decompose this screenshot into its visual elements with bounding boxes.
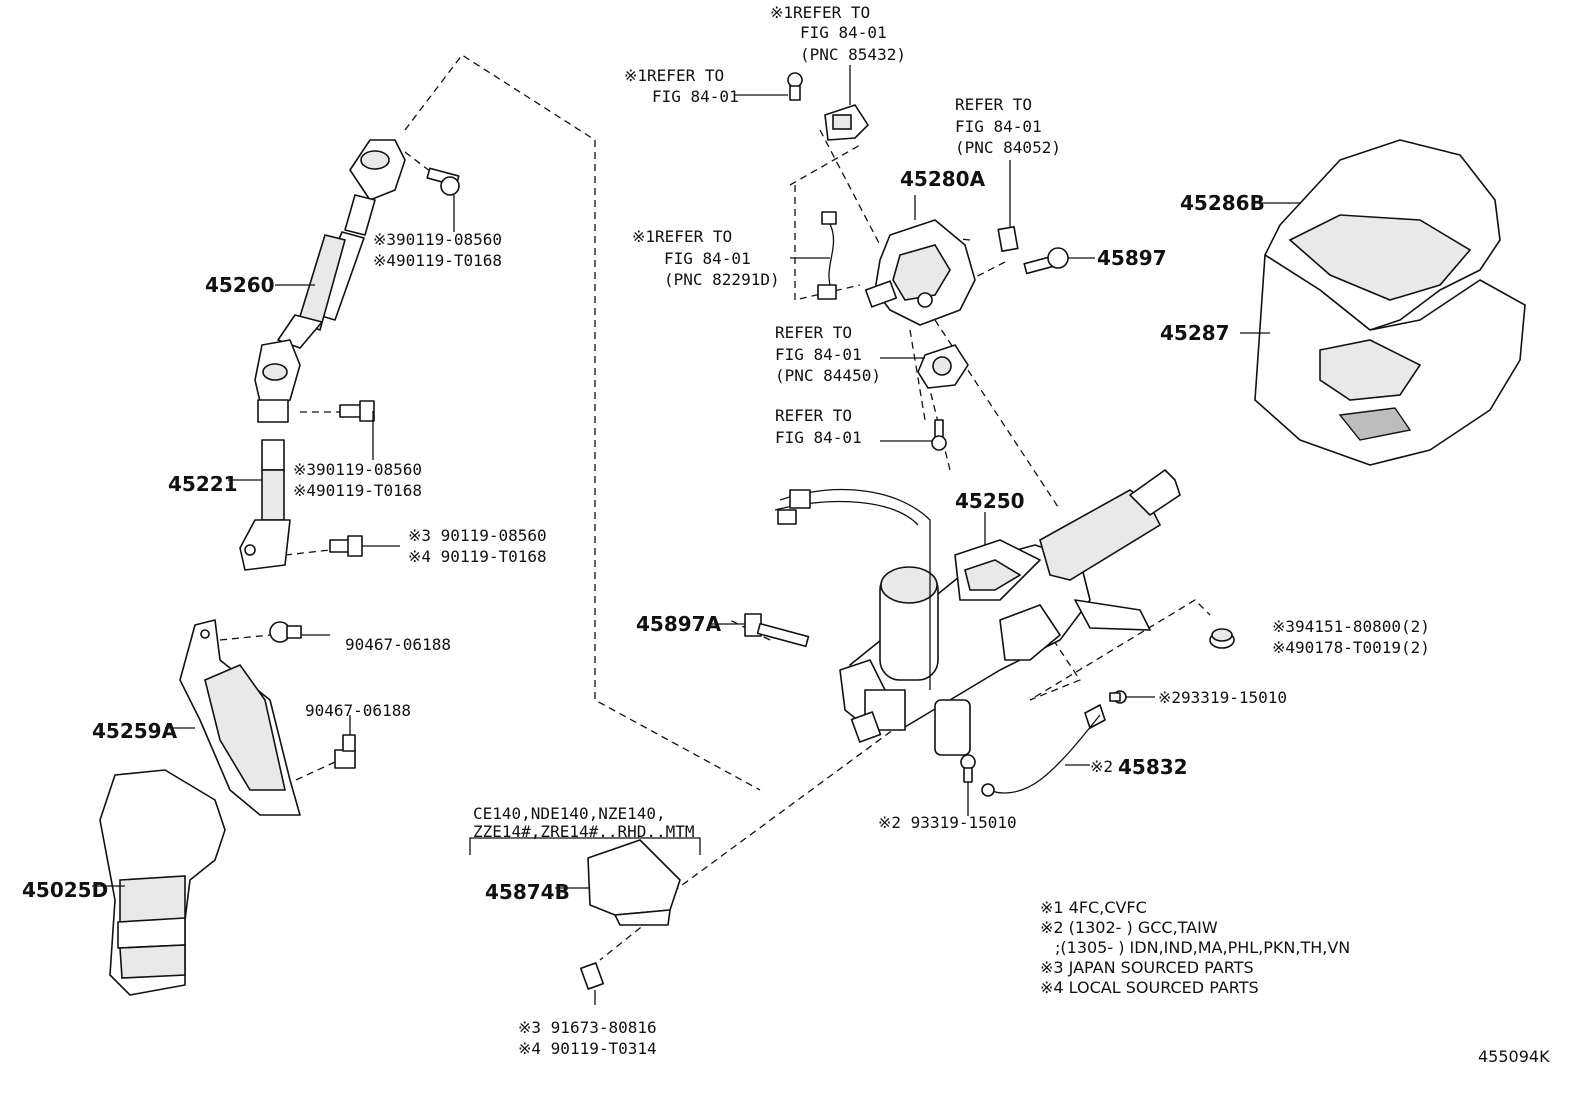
switch-85432[interactable] [824,104,869,141]
callout-45286B: 45286B [1180,191,1265,215]
bolt-shaft-lower[interactable] [329,535,400,557]
ref-82291D-l3: (PNC 82291D) [664,270,780,289]
intermediate-shaft-45260[interactable] [254,139,406,423]
callout-45897A: 45897A [636,612,722,636]
nut-part-a: ※394151-80800(2) [1272,617,1430,636]
ref-85432-l2: FIG 84-01 [800,23,887,42]
reference-labels: ※1REFER TO FIG 84-01 (PNC 85432) ※1REFER… [624,3,1061,447]
footnote-2b: ;(1305- ) IDN,IND,MA,PHL,PKN,TH,VN [1055,938,1350,957]
screw-85432[interactable] [735,72,803,101]
callout-45250: 45250 [955,489,1025,513]
bolt-bottom[interactable] [579,962,605,1005]
ref-84450-l1: REFER TO [775,323,852,342]
column-hole-cover-45259A[interactable] [179,619,301,816]
ref-82291D-l2: FIG 84-01 [664,249,751,268]
nut-94151[interactable] [1209,628,1235,649]
bolt-shaft-upper[interactable] [426,167,460,232]
bracket-45874B[interactable] [587,839,681,926]
callout-45832: 45832 [1118,755,1188,779]
clip-upper-part: 90467-06188 [345,635,451,654]
ground-wire-45832[interactable] [981,704,1106,797]
callout-45221: 45221 [168,472,238,496]
applicability-line-1: CE140,NDE140,NZE140, [473,804,666,823]
ignition-lock-45280A[interactable] [864,219,976,326]
footnote-3: ※3 JAPAN SOURCED PARTS [1040,958,1254,977]
applicability-text: CE140,NDE140,NZE140, ZZE14#,ZRE14#..RHD.… [473,804,695,841]
diagram-id: 455094K [1478,1047,1550,1066]
bottom-bolt-part-a: ※3 91673-80816 [518,1018,657,1037]
ref-85432-l3: (PNC 85432) [800,45,906,64]
footnote-4: ※4 LOCAL SOURCED PARTS [1040,978,1259,997]
callout-45874B: 45874B [485,880,570,904]
ref-screw2-l1: REFER TO [775,406,852,425]
bolt-45897A[interactable] [710,613,810,648]
bolt-upper-part-b: ※490119-T0168 [373,251,502,270]
wire-harness-82291D[interactable] [790,211,837,300]
screw-84-01[interactable] [880,419,947,451]
callout-45025D: 45025D [22,878,108,902]
sensor-84450[interactable] [880,344,969,389]
footnotes: ※1 4FC,CVFC ※2 (1302- ) GCC,TAIW ;(1305-… [1040,898,1350,997]
ref-84052-l2: FIG 84-01 [955,117,1042,136]
applicability-line-2: ZZE14#,ZRE14#..RHD..MTM [473,822,695,841]
ref-84052-l1: REFER TO [955,95,1032,114]
bolt-middle-part-b: ※490119-T0168 [293,481,422,500]
callout-45897: 45897 [1097,246,1167,270]
bolt-lower-part-a: ※3 90119-08560 [408,526,547,545]
ref-85432-l1: ※1REFER TO [770,3,870,22]
clip-lower-part: 90467-06188 [305,701,411,720]
lower-shaft-45221[interactable] [239,439,291,571]
bolt-lower-part-b: ※4 90119-T0168 [408,547,547,566]
ground-prefix-label: ※2 [1090,757,1113,776]
ref-84450-l2: FIG 84-01 [775,345,862,364]
callout-45280A: 45280A [900,167,986,191]
footnote-1: ※1 4FC,CVFC [1040,898,1147,917]
clip-lower[interactable] [334,715,356,769]
screw-lower-part: ※2 93319-15010 [878,813,1017,832]
steering-column-boot-45025D[interactable] [99,769,226,996]
bolt-shaft-middle[interactable] [339,400,375,460]
ref-screw2-l2: FIG 84-01 [775,428,862,447]
screw-93319-lower[interactable] [960,754,976,816]
screw-93319-upper[interactable] [1109,690,1155,704]
bolt-middle-part-a: ※390119-08560 [293,460,422,479]
screw-upper-part: ※293319-15010 [1158,688,1287,707]
ref-screw-l1: ※1REFER TO [624,66,724,85]
nut-part-b: ※490178-T0019(2) [1272,638,1430,657]
callout-labels: 45260 45221 45259A 45025D 45874B 45280A … [22,167,1430,1058]
footnote-2: ※2 (1302- ) GCC,TAIW [1040,918,1218,937]
bolt-45897[interactable] [1023,247,1095,275]
callout-45287: 45287 [1160,321,1230,345]
ref-84052-l3: (PNC 84052) [955,138,1061,157]
applicability-bracket-line [469,837,701,855]
ref-84450-l3: (PNC 84450) [775,366,881,385]
bottom-bolt-part-b: ※4 90119-T0314 [518,1039,657,1058]
callout-45259A: 45259A [92,719,178,743]
connector-84052[interactable] [997,160,1019,253]
steering-column-assembly-45250[interactable] [774,469,1181,756]
clip-upper[interactable] [269,621,330,643]
ref-82291D-l1: ※1REFER TO [632,227,732,246]
bolt-upper-part-a: ※390119-08560 [373,230,502,249]
callout-45260: 45260 [205,273,275,297]
ref-screw-l2: FIG 84-01 [652,87,739,106]
column-cover-lower-45287[interactable] [1254,254,1526,466]
